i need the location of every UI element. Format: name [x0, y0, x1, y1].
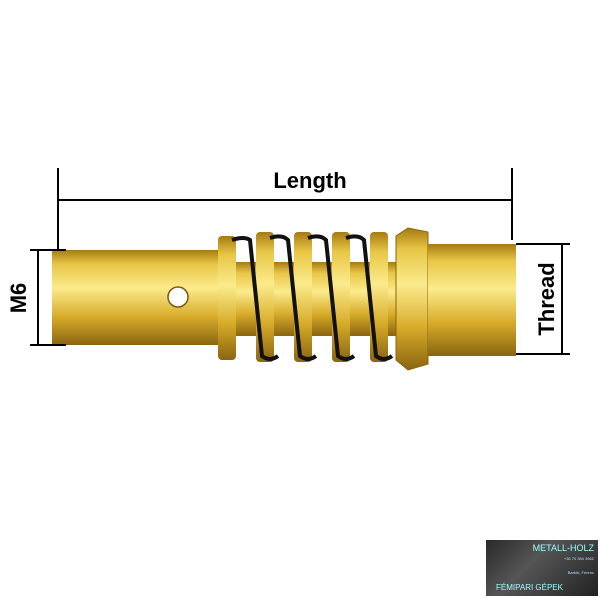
thread-label: Thread — [534, 262, 559, 335]
spring-coil — [231, 234, 394, 361]
length-label: Length — [273, 168, 346, 193]
side-hole — [167, 286, 189, 308]
spring-rings — [218, 232, 388, 362]
hex-nut — [395, 227, 429, 371]
m6-label: M6 — [6, 283, 31, 314]
dimension-lines — [30, 168, 570, 355]
thread-cylinder — [428, 244, 516, 356]
m6-tube — [52, 250, 232, 345]
watermark-logo: METALL-HOLZ +36 70 384 3662 Bartók, Fere… — [486, 540, 598, 596]
